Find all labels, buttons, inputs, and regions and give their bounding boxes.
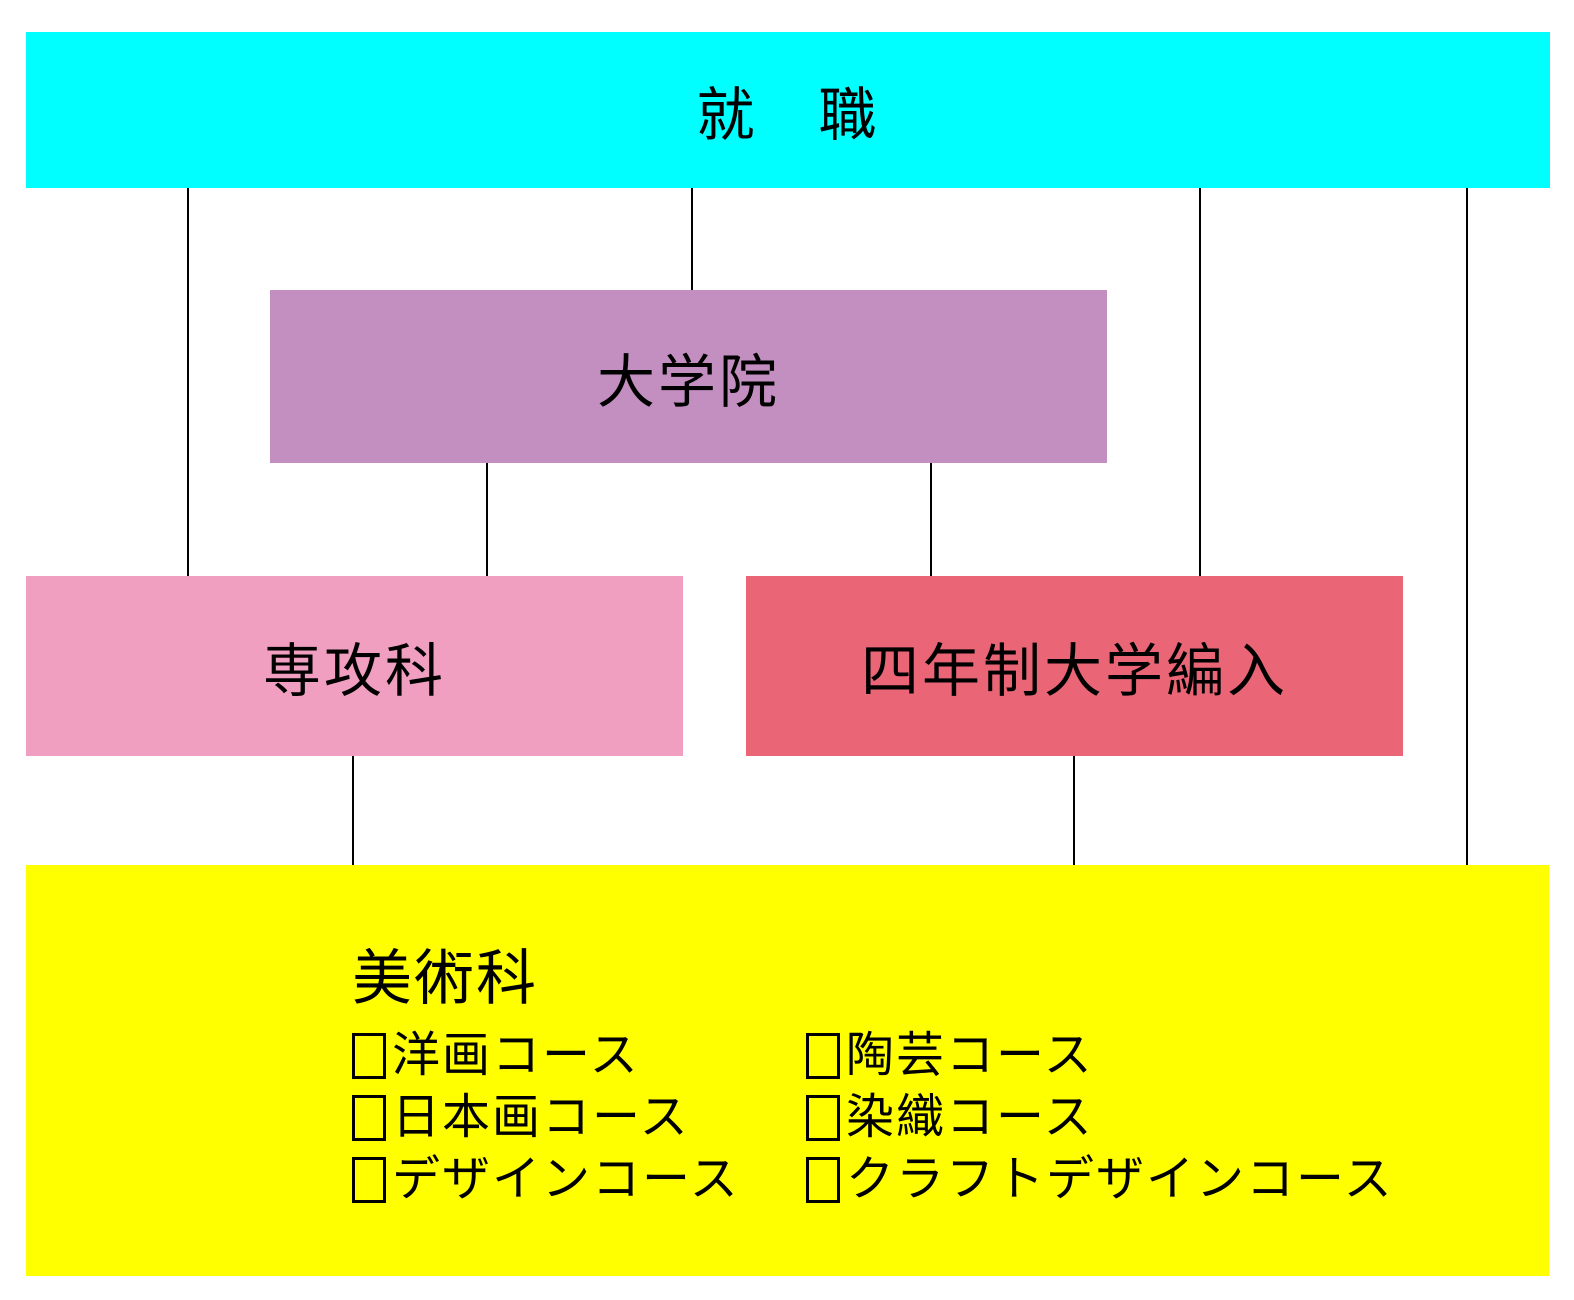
course-item: デザインコース [352,1149,806,1211]
course-item: 洋画コース [352,1025,806,1087]
connector-grad-advanced [486,463,488,576]
course-item: 陶芸コース [806,1025,1394,1087]
course-list: 洋画コース 陶芸コース 日本画コース 染織コース デザインコース クラフトデザイ… [352,1025,1394,1211]
course-label: 洋画コース [392,1029,640,1082]
connector-employment-grad [691,188,693,290]
node-graduate-school: 大学院 [270,290,1107,463]
connector-employment-art [1466,188,1468,865]
checkbox-icon [352,1033,386,1079]
course-item: クラフトデザインコース [806,1149,1394,1211]
art-department-heading: 美術科 [352,945,538,1012]
course-label: デザインコース [392,1153,740,1206]
connector-advanced-art [352,756,354,865]
node-graduate-school-label: 大学院 [596,349,780,415]
connector-employment-advanced [187,188,189,576]
course-label: クラフトデザインコース [846,1153,1394,1206]
node-employment-label: 就 職 [696,83,880,148]
course-label: 陶芸コース [846,1029,1094,1082]
checkbox-icon [806,1033,840,1079]
connector-transfer-art [1073,756,1075,865]
course-item: 染織コース [806,1087,1394,1149]
node-advanced-course-label: 専攻科 [262,639,446,704]
checkbox-icon [352,1095,386,1141]
node-university-transfer-label: 四年制大学編入 [860,639,1288,704]
node-advanced-course: 専攻科 [26,576,683,756]
checkbox-icon [806,1095,840,1141]
course-label: 染織コース [846,1091,1094,1144]
course-item: 日本画コース [352,1087,806,1149]
checkbox-icon [352,1157,386,1203]
connector-employment-transfer [1199,188,1201,576]
node-art-department: 美術科 洋画コース 陶芸コース 日本画コース 染織コース デザインコース [26,865,1549,1276]
course-label: 日本画コース [392,1091,690,1144]
connector-grad-transfer [930,463,932,576]
node-employment: 就 職 [26,32,1550,188]
node-university-transfer: 四年制大学編入 [746,576,1403,756]
checkbox-icon [806,1157,840,1203]
